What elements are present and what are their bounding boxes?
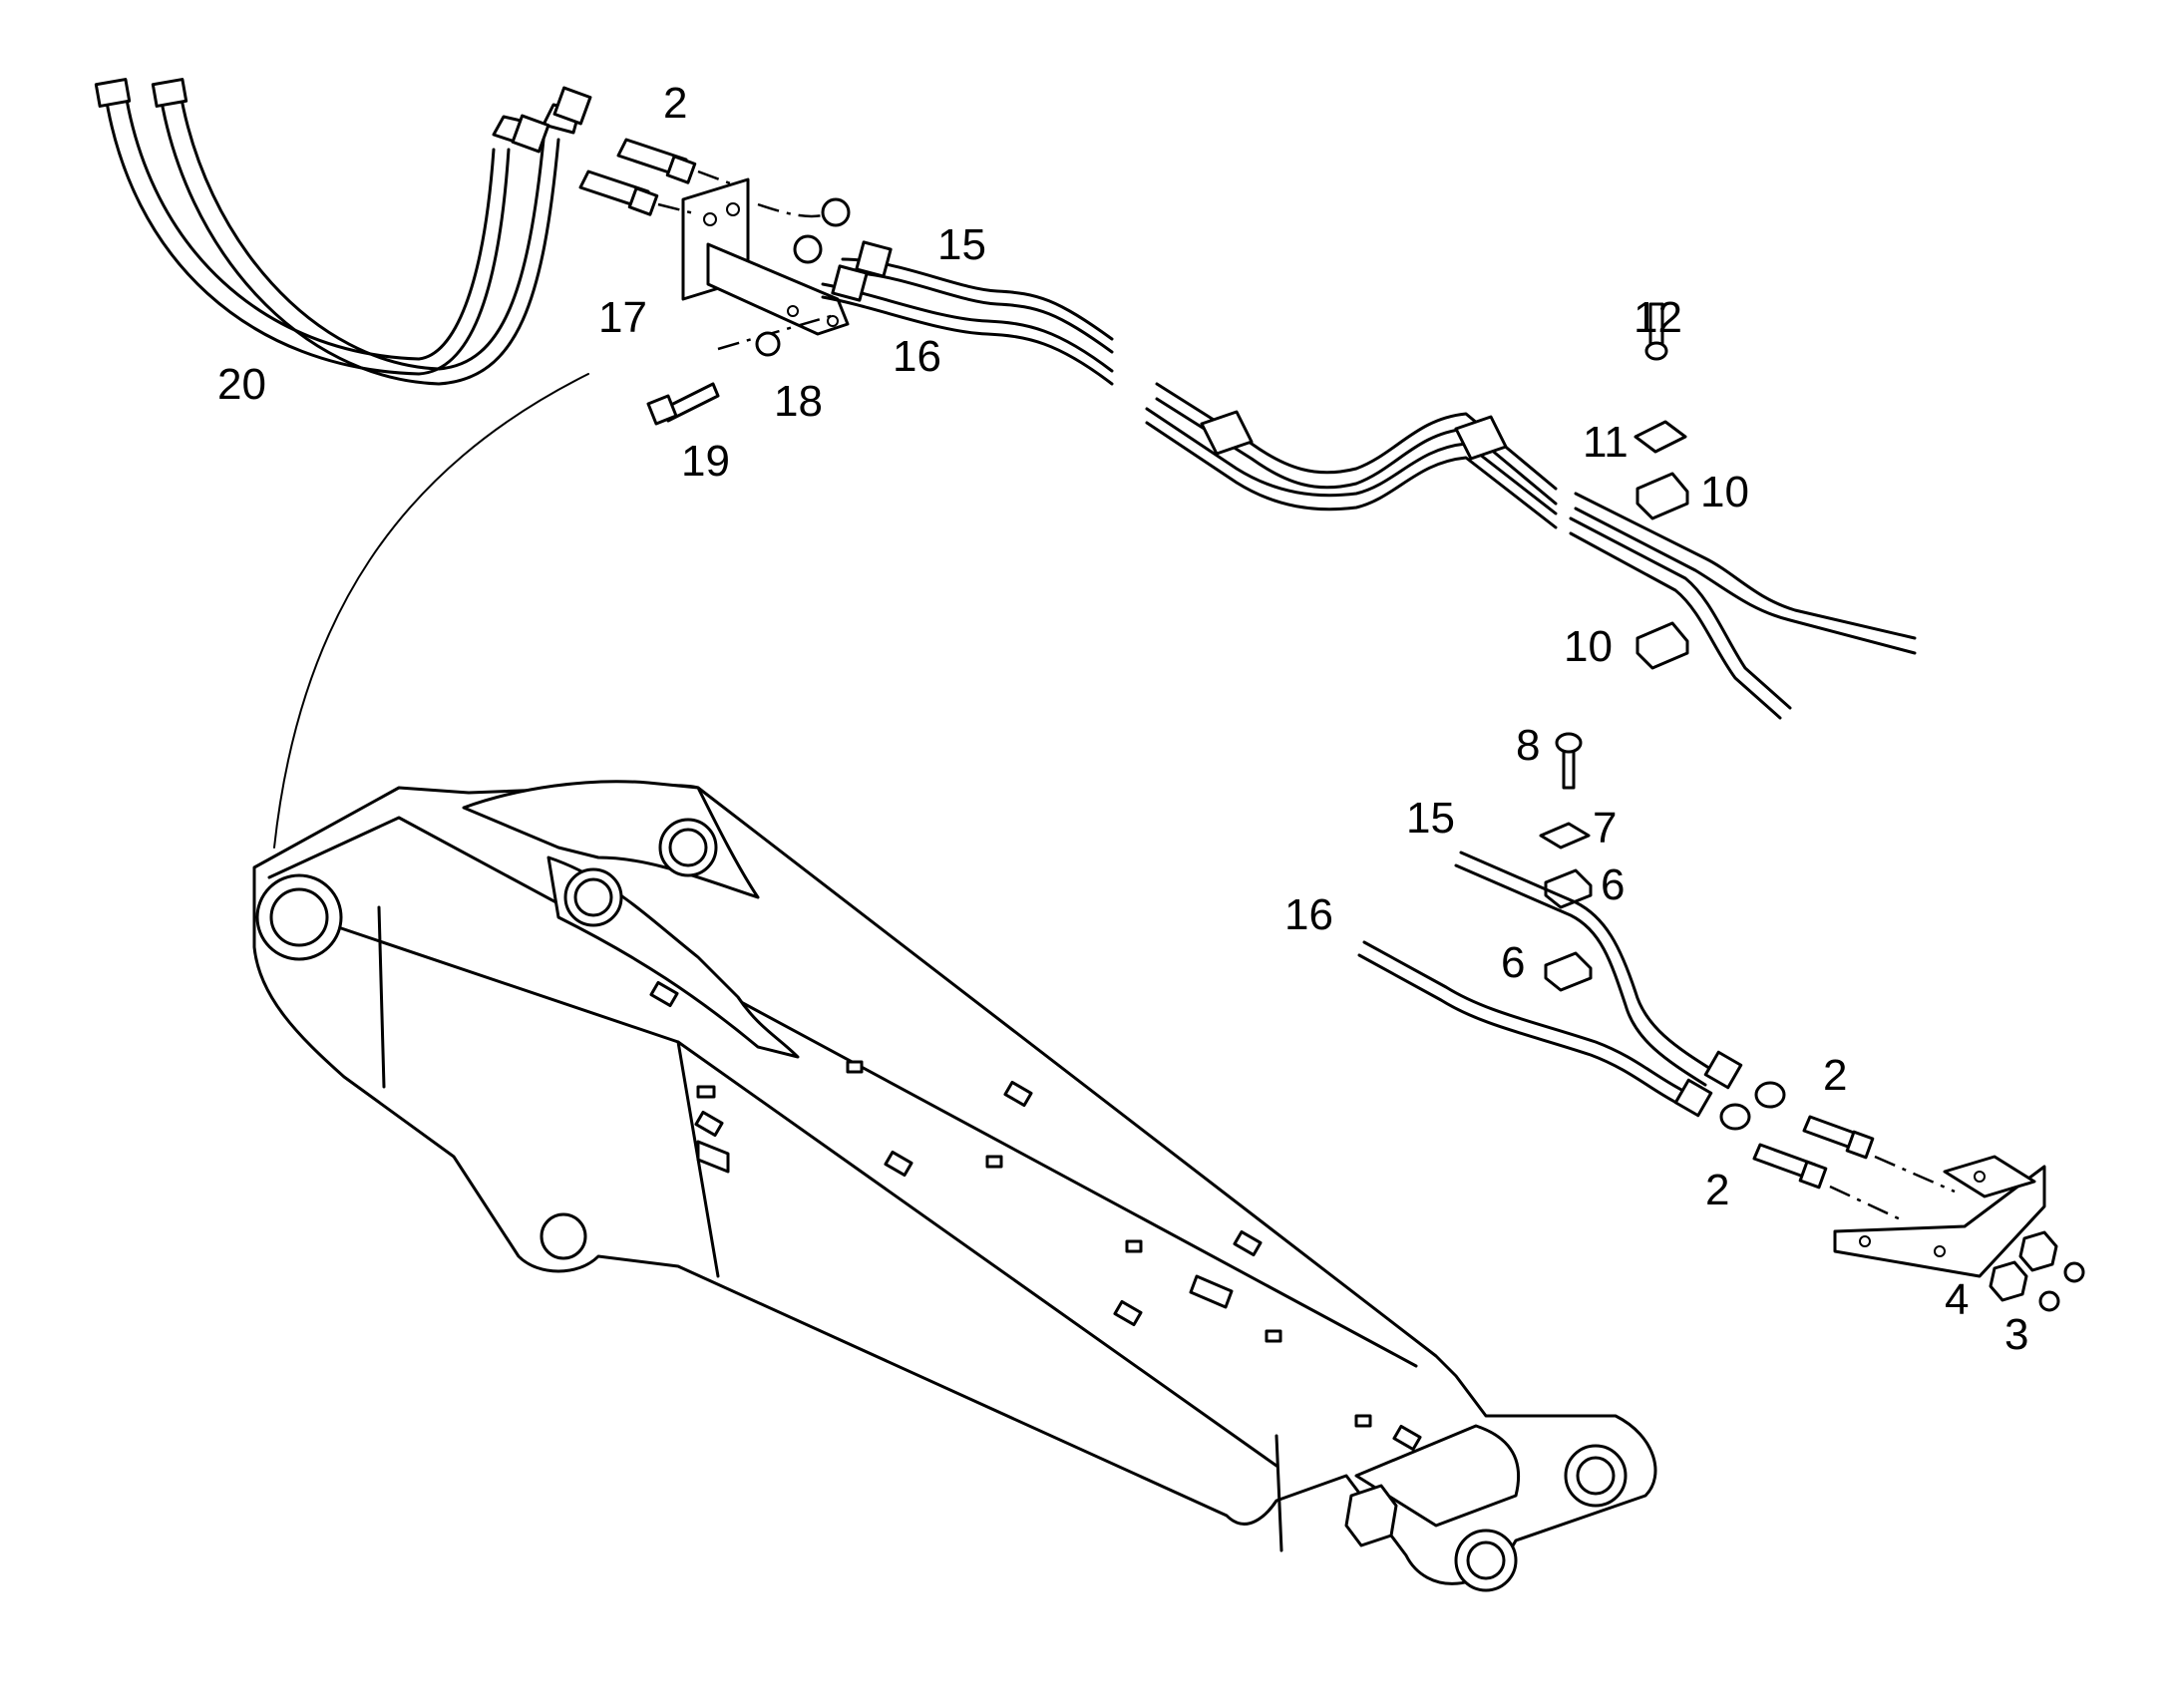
callout-19: 19	[681, 437, 730, 486]
nuts-3-4	[1989, 1230, 2085, 1312]
callout-10-a: 10	[1700, 468, 1749, 516]
callout-2-right: 2	[1823, 1051, 1847, 1100]
clamp-parts-10-11-12	[1634, 302, 1689, 670]
callout-6-a: 6	[1601, 860, 1625, 909]
bolt-19-washer-18	[646, 312, 839, 426]
callout-10-b: 10	[1564, 622, 1613, 671]
callout-18: 18	[774, 377, 823, 426]
tube-15-16-upper	[821, 240, 1917, 720]
callout-8: 8	[1516, 721, 1540, 770]
callout-15-top: 15	[937, 220, 986, 269]
tube-15-16-lower	[1357, 851, 1743, 1118]
clamp-parts-6-7-8	[1539, 732, 1593, 992]
callout-7: 7	[1593, 804, 1617, 853]
bracket-right	[1833, 1155, 2046, 1278]
bracket-17	[681, 177, 850, 336]
callout-labels: 2 15 17 16 20 18 19 12 11 10 10 8 7 15 6…	[217, 79, 2028, 1359]
callout-11: 11	[1583, 418, 1629, 467]
callout-4: 4	[1945, 1275, 1969, 1324]
boom-arm	[252, 373, 1657, 1592]
hose-assembly-20	[94, 78, 592, 386]
callout-3: 3	[2004, 1310, 2028, 1359]
callout-20: 20	[217, 360, 266, 409]
callout-2-top: 2	[663, 79, 687, 128]
callout-16-bottom: 16	[1284, 890, 1333, 939]
callout-6-b: 6	[1501, 938, 1525, 987]
fitting-bolts-2-bottom	[1719, 1081, 1996, 1258]
callout-2-lower: 2	[1705, 1166, 1729, 1214]
callout-15-bottom: 15	[1406, 794, 1455, 843]
callout-17: 17	[598, 293, 647, 342]
callout-16-top: 16	[893, 332, 941, 381]
fitting-bolts-2-top	[578, 138, 851, 264]
callout-12: 12	[1634, 293, 1682, 342]
